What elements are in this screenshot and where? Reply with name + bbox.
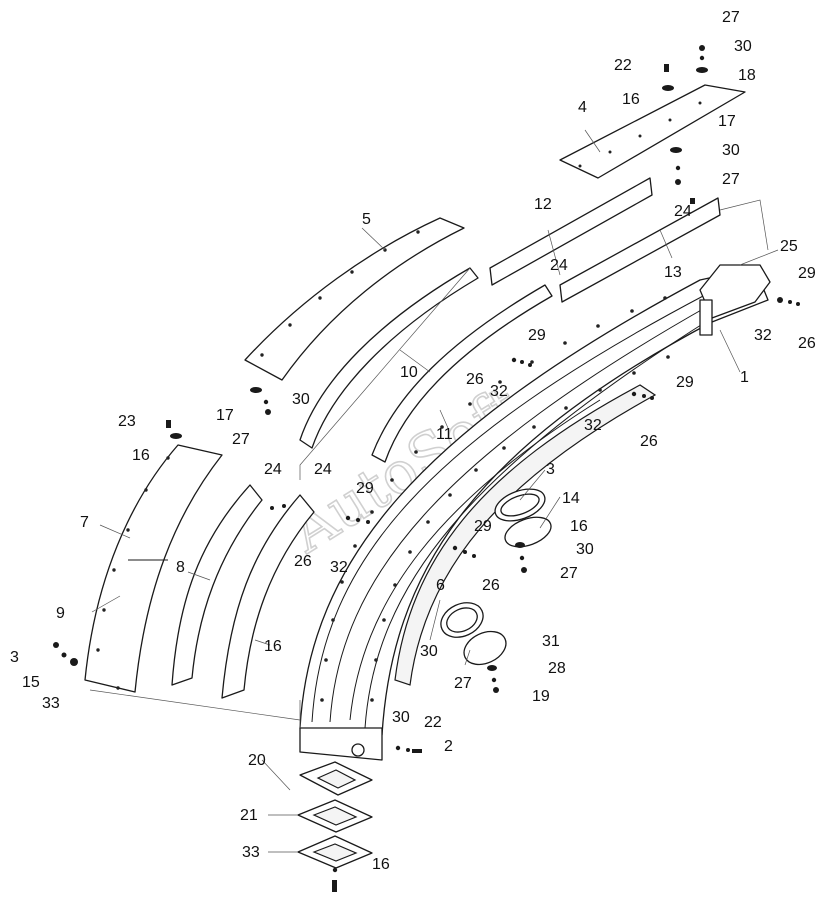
callout-27: 27	[722, 9, 740, 26]
flange-part-2	[299, 761, 373, 796]
fasteners	[53, 45, 800, 892]
callout-labels: 27 30 22 18 16 4 17 30 27 12 24 5 25 24 …	[10, 9, 816, 873]
callout-20: 21	[240, 807, 258, 824]
callout-29: 29	[356, 480, 374, 497]
callout-24: 24	[314, 461, 332, 478]
callout-3: 3	[546, 461, 555, 478]
side-panel-part-6-7	[84, 444, 223, 693]
leader-lines	[89, 129, 779, 853]
callout-13: 13	[664, 264, 682, 281]
callout-22: 22	[614, 57, 632, 74]
cover-plate-part-4	[559, 84, 746, 179]
callout-27: 27	[722, 171, 740, 188]
callout-30: 30	[722, 142, 740, 159]
callout-19: 33	[42, 695, 60, 712]
callout-30: 30	[576, 541, 594, 558]
callout-31: 3	[10, 649, 19, 666]
callout-7: 7	[80, 514, 89, 531]
strip-part-12	[489, 177, 653, 286]
curved-strip-part-11	[371, 284, 553, 463]
callout-26: 26	[294, 553, 312, 570]
callout-14: 14	[562, 490, 580, 507]
flange-part-21	[297, 835, 373, 869]
callout-28: 15	[22, 674, 40, 691]
callout-12: 12	[534, 196, 552, 213]
callout-29: 29	[474, 518, 492, 535]
callout-2: 20	[248, 752, 266, 769]
callout-17: 17	[216, 407, 234, 424]
callout-25: 25	[780, 238, 798, 255]
callout-32: 6	[436, 577, 445, 594]
callout-33: 30	[392, 709, 410, 726]
callout-26: 26	[482, 577, 500, 594]
callout-30: 22	[424, 714, 442, 731]
callout-8: 8	[176, 559, 185, 576]
callout-29: 29	[676, 374, 694, 391]
callout-17: 17	[718, 113, 736, 130]
callout-1: 1	[740, 369, 749, 386]
callout-26: 26	[640, 433, 658, 450]
callout-29: 29	[798, 265, 816, 282]
flange-part-20	[297, 799, 373, 833]
callout-16: 16	[570, 518, 588, 535]
callout-18: 18	[738, 67, 756, 84]
side-panel-part-9	[221, 494, 315, 699]
side-panel-part-8	[171, 484, 263, 686]
callout-9: 16	[264, 638, 282, 655]
panel-part-5	[244, 217, 465, 381]
callout-21: 33	[242, 844, 260, 861]
callout-24: 24	[674, 203, 692, 220]
callout-30: 28	[548, 660, 566, 677]
callout-16: 16	[622, 91, 640, 108]
main-frame-part-1	[299, 264, 771, 761]
gasket-part-3-upper	[494, 488, 546, 522]
callout-5: 5	[362, 211, 371, 228]
callout-22: 2	[444, 738, 453, 755]
callout-32: 32	[754, 327, 772, 344]
callout-32: 32	[490, 383, 508, 400]
callout-16: 31	[542, 633, 560, 650]
callout-33: 16	[372, 856, 390, 873]
callout-6: 9	[56, 605, 65, 622]
callout-27: 27	[560, 565, 578, 582]
callout-27: 27	[232, 431, 250, 448]
callout-10: 10	[400, 364, 418, 381]
cover-part-15	[463, 630, 507, 666]
callout-26: 26	[466, 371, 484, 388]
gasket-part-3-lower	[440, 602, 484, 638]
callout-16: 16	[132, 447, 150, 464]
strip-part-13	[559, 197, 721, 303]
callout-26: 26	[798, 335, 816, 352]
callout-24: 24	[550, 257, 568, 274]
callout-30: 30	[734, 38, 752, 55]
callout-30: 30	[292, 391, 310, 408]
callout-23: 23	[118, 413, 136, 430]
callout-15: 27	[454, 675, 472, 692]
callout-32: 32	[584, 417, 602, 434]
callout-11: 11	[436, 426, 453, 443]
callout-24: 24	[264, 461, 282, 478]
cover-part-14	[504, 516, 552, 548]
callout-3: 30	[420, 643, 438, 660]
callout-29: 29	[528, 327, 546, 344]
callout-4: 4	[578, 99, 587, 116]
curved-strip-part-10	[299, 267, 479, 449]
callout-32: 32	[330, 559, 348, 576]
callout-27: 19	[532, 688, 550, 705]
